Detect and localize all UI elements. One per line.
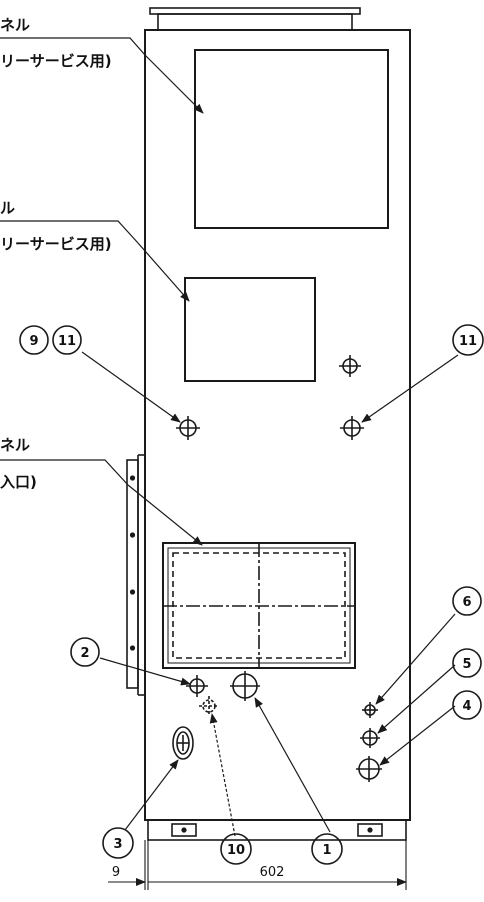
service-panel-middle [184, 277, 316, 382]
leader-11-right [361, 354, 459, 423]
balloon-3-circle [102, 827, 134, 859]
label-panel-middle-line2: リーサービス用) [0, 235, 112, 253]
leader-3 [124, 759, 179, 831]
port-4 [356, 756, 382, 782]
port-6 [362, 702, 378, 718]
balloon-6-circle [452, 586, 482, 616]
inlet-panel [162, 542, 356, 669]
port-9-11-left [176, 416, 200, 440]
balloon-5-circle [452, 648, 482, 678]
balloon-9-number: 9 [29, 334, 38, 349]
balloon-6-number: 6 [462, 595, 471, 610]
leader-panel-top [0, 37, 204, 114]
side-bracket [126, 454, 145, 696]
leader-10 [209, 713, 236, 837]
leader-9-11 [81, 351, 181, 423]
balloon-3-number: 3 [113, 837, 122, 852]
port-10 [199, 696, 219, 716]
balloon-5-number: 5 [462, 657, 471, 672]
leader-1 [254, 697, 331, 833]
label-panel-inlet-line2: 入口) [0, 473, 37, 491]
port-5 [360, 728, 380, 748]
service-panel-top [194, 49, 389, 229]
balloon-4-number: 4 [462, 699, 471, 714]
leader-4 [379, 705, 456, 766]
balloon-10-number: 10 [227, 843, 245, 858]
balloon-11-right-circle [452, 324, 484, 356]
balloon-1-circle [311, 833, 343, 865]
cabinet-base [147, 819, 407, 841]
label-panel-top-line1: ネル [0, 16, 30, 34]
balloon-9-circle [19, 325, 49, 355]
cabinet-body [144, 29, 411, 821]
label-panel-middle-line1: ル [0, 199, 15, 217]
label-panel-top-line2: リーサービス用) [0, 52, 112, 70]
leader-panel-inlet [0, 459, 203, 546]
port-11-right [340, 416, 364, 440]
port-2 [186, 675, 208, 697]
dimension-left-offset: 9 [112, 865, 120, 880]
balloon-2-circle [70, 637, 100, 667]
balloon-10-circle [220, 833, 252, 865]
balloon-11-right-number: 11 [459, 334, 477, 349]
leader-5 [377, 664, 456, 734]
leader-6 [375, 613, 456, 705]
dimension-lines [108, 840, 407, 890]
balloon-1-number: 1 [322, 843, 331, 858]
dimension-width: 602 [260, 865, 285, 880]
port-1 [230, 671, 260, 701]
balloon-11-left-circle [52, 325, 82, 355]
leader-panel-middle [0, 220, 190, 302]
balloon-11-left-number: 11 [58, 334, 76, 349]
balloon-4-circle [452, 690, 482, 720]
top-flange [149, 7, 361, 31]
leader-2 [99, 657, 191, 686]
label-panel-inlet-line1: ネル [0, 436, 30, 454]
port-3 [172, 726, 194, 760]
balloon-2-number: 2 [80, 646, 89, 661]
port-top-right [339, 355, 361, 377]
